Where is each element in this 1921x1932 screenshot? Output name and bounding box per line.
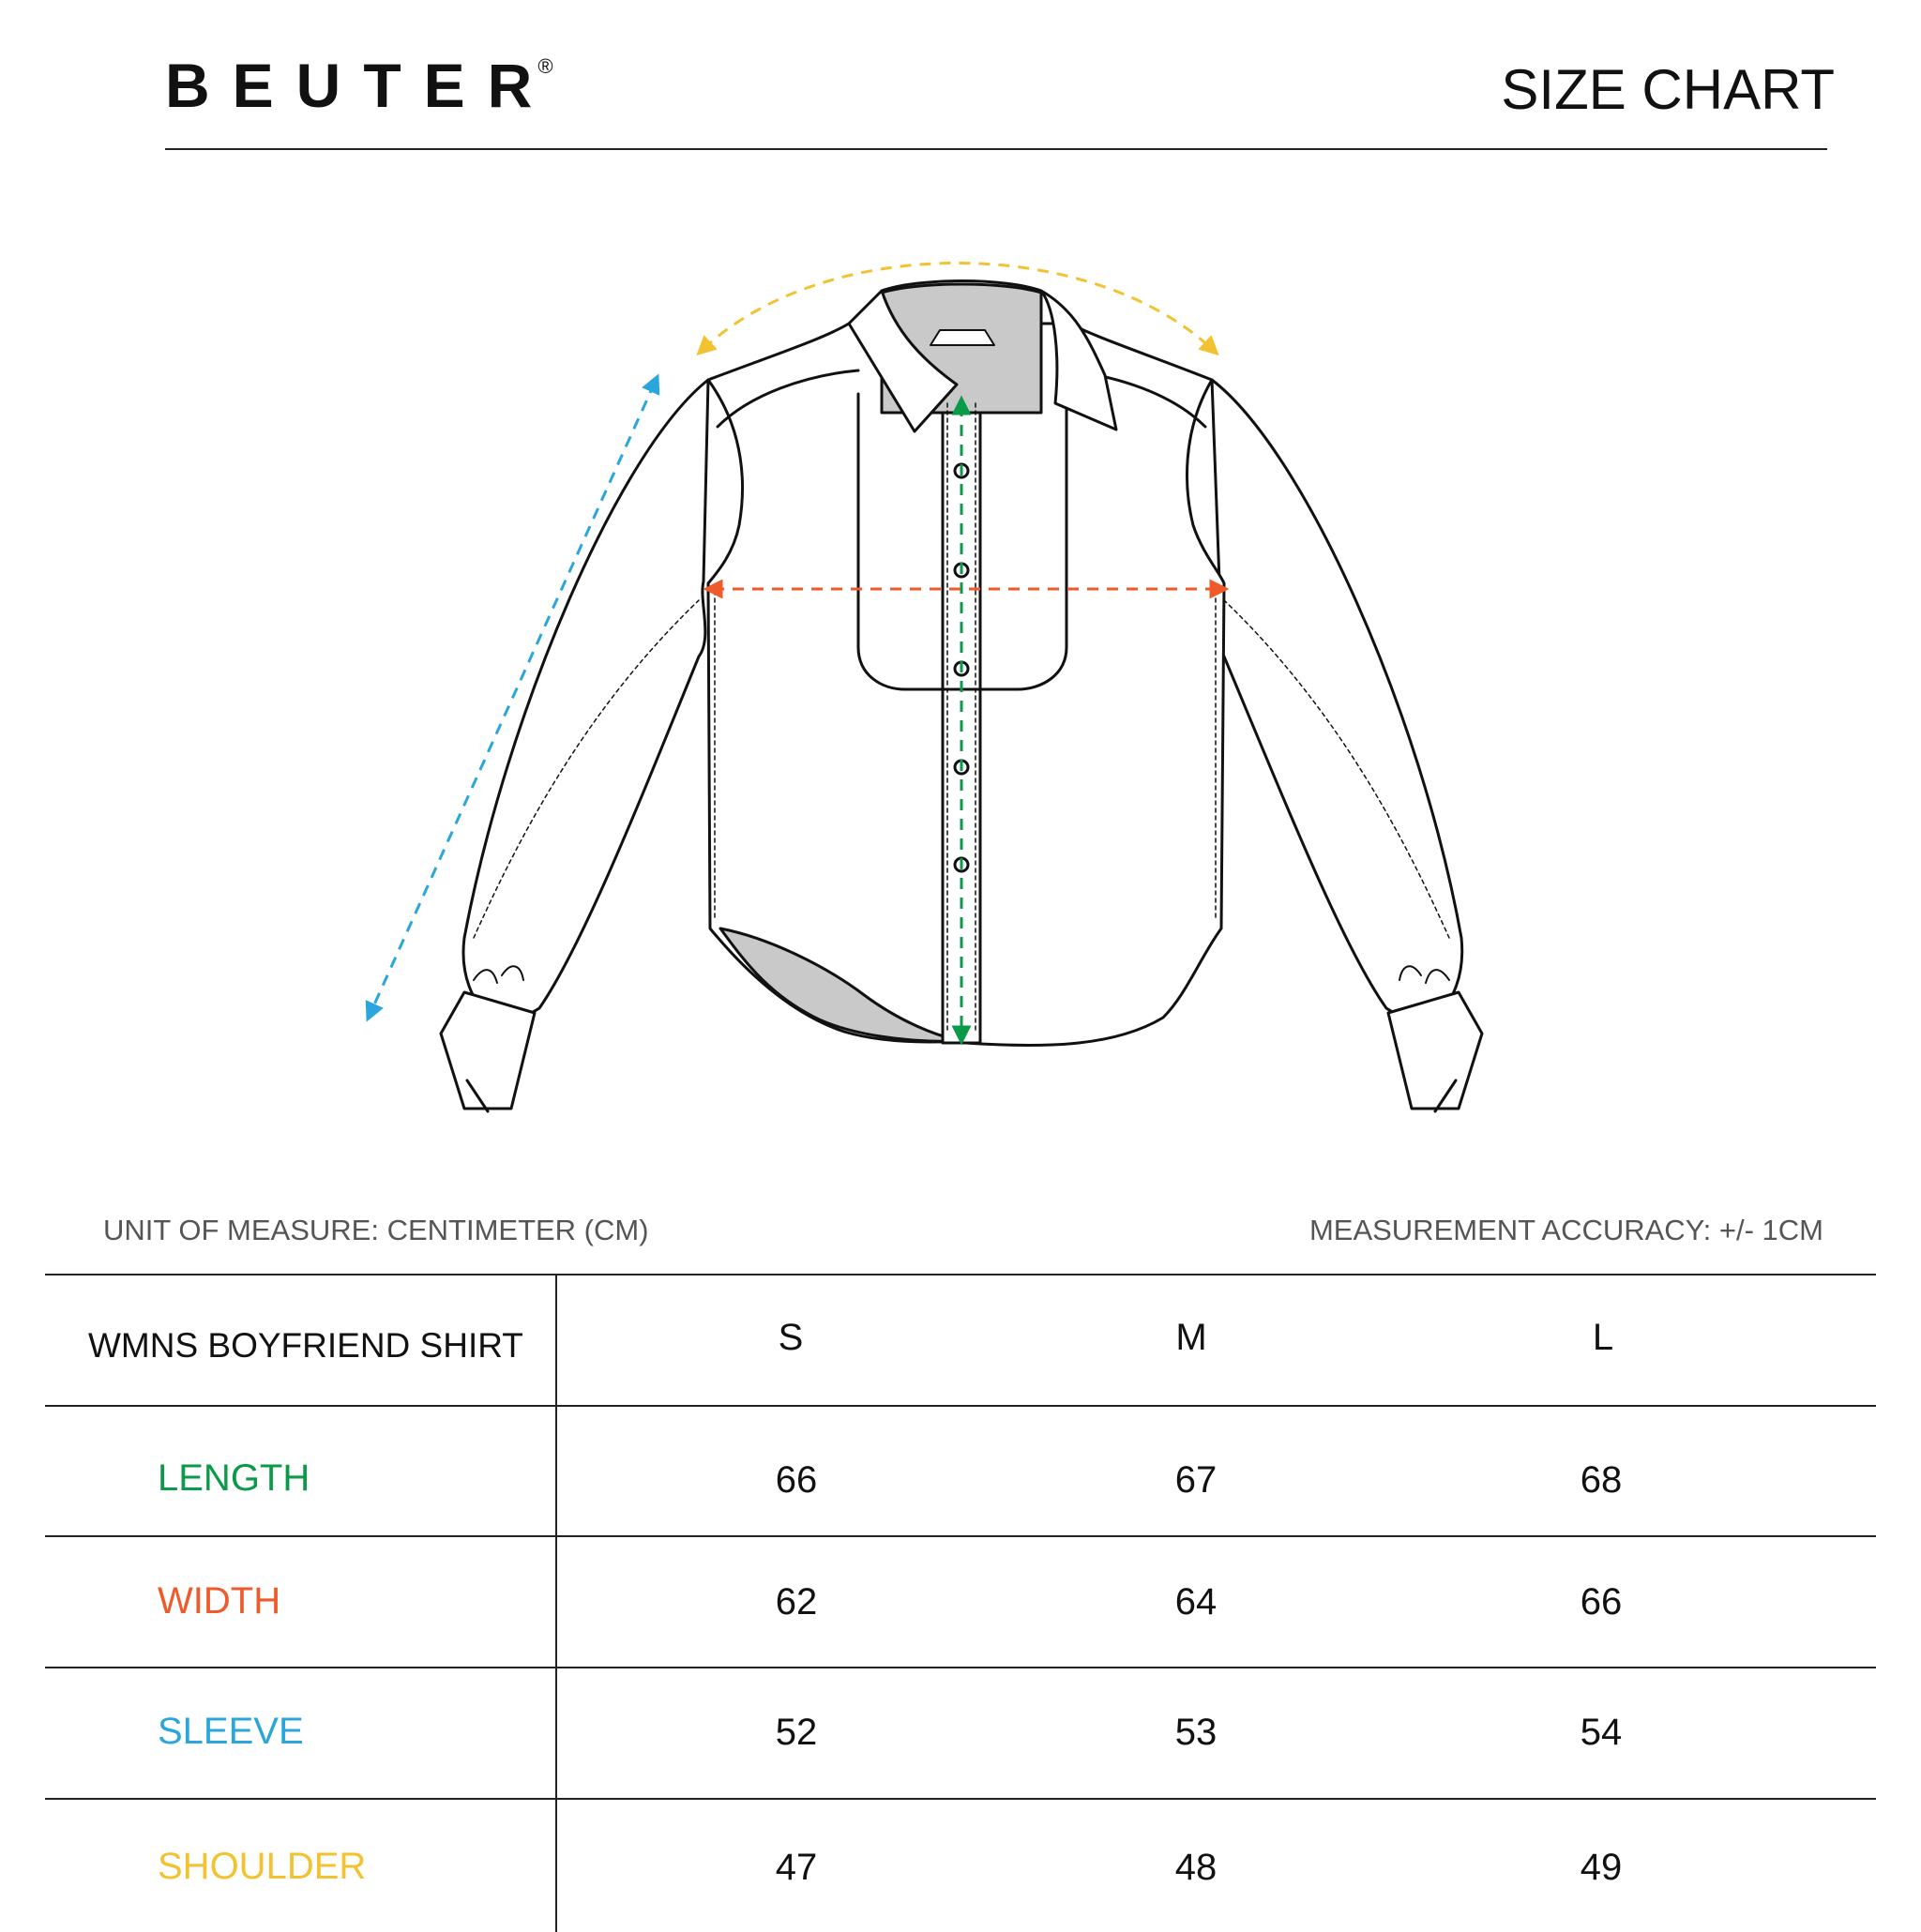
shoulder-arrow	[696, 262, 1219, 356]
table-cell: 52	[775, 1712, 818, 1753]
sleeve-arrow	[365, 373, 660, 1022]
table-rule	[45, 1535, 1876, 1537]
product-name: WMNS BOYFRIEND SHIRT	[88, 1326, 523, 1365]
table-rule	[45, 1274, 1876, 1275]
size-header-m: M	[1175, 1317, 1207, 1358]
header-divider	[165, 148, 1827, 150]
table-cell: 62	[775, 1581, 818, 1623]
row-label-width: WIDTH	[158, 1580, 281, 1622]
table-cell: 54	[1580, 1712, 1623, 1753]
shirt-diagram	[365, 262, 1484, 1113]
page-title: SIZE CHART	[1501, 58, 1835, 121]
table-cell: 49	[1580, 1847, 1623, 1888]
row-label-sleeve: SLEEVE	[158, 1711, 304, 1752]
table-column-divider	[555, 1275, 557, 1932]
brand-name: BEUTER	[165, 51, 555, 120]
size-header-l: L	[1592, 1317, 1614, 1358]
table-rule	[45, 1798, 1876, 1800]
table-cell: 68	[1580, 1459, 1623, 1501]
row-label-length: LENGTH	[158, 1457, 310, 1499]
table-cell: 66	[775, 1459, 818, 1501]
size-header-s: S	[778, 1317, 804, 1358]
table-rule	[45, 1405, 1876, 1407]
table-cell: 64	[1174, 1581, 1218, 1623]
table-cell: 48	[1174, 1847, 1218, 1888]
table-cell: 47	[775, 1847, 818, 1888]
table-cell: 66	[1580, 1581, 1623, 1623]
brand-logo: BEUTER®	[165, 54, 553, 116]
row-label-shoulder: SHOULDER	[158, 1846, 367, 1887]
table-cell: 67	[1174, 1459, 1218, 1501]
table-cell: 53	[1174, 1712, 1218, 1753]
accuracy-note: MEASUREMENT ACCURACY: +/- 1CM	[1308, 1214, 1823, 1246]
registered-mark: ®	[537, 54, 553, 78]
table-rule	[45, 1667, 1876, 1668]
unit-note: UNIT OF MEASURE: CENTIMETER (CM)	[103, 1214, 649, 1246]
